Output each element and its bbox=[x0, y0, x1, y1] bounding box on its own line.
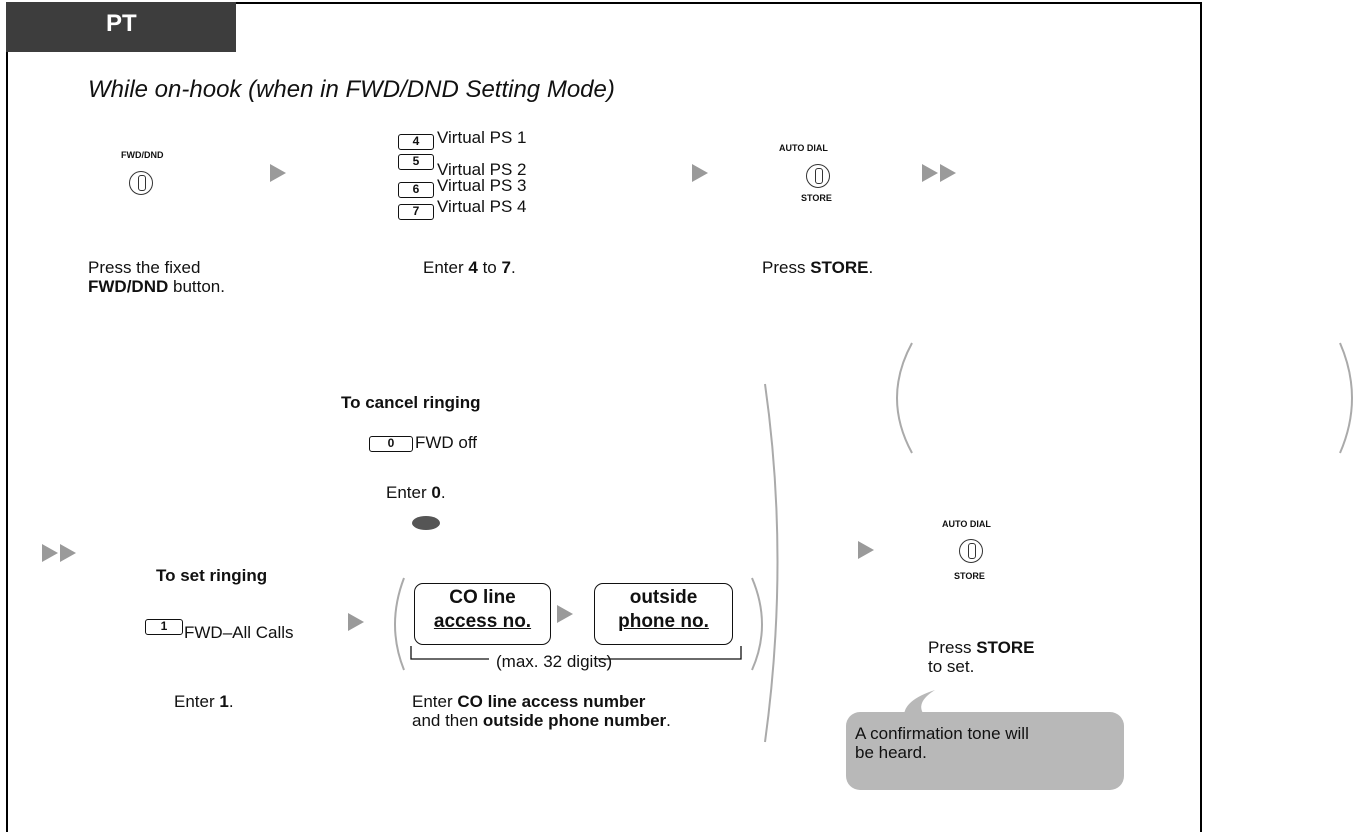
top-paren-right bbox=[1339, 342, 1353, 454]
next-arrow-icon bbox=[858, 541, 874, 559]
key-6[interactable]: 6 bbox=[398, 182, 434, 198]
store-label: STORE bbox=[954, 571, 985, 581]
virtual-ps-3-label: Virtual PS 3 bbox=[437, 176, 527, 195]
store-button-icon[interactable] bbox=[959, 539, 983, 563]
next-arrow-icon bbox=[348, 613, 364, 631]
virtual-ps-4-label: Virtual PS 4 bbox=[437, 197, 527, 216]
key-1[interactable]: 1 bbox=[145, 619, 183, 635]
step1-desc-bold: FWD/DND bbox=[88, 277, 169, 296]
step2-description: Enter 4 to 7. bbox=[423, 258, 516, 277]
confirmation-oval-icon bbox=[412, 516, 440, 530]
pt-tab: PT bbox=[6, 2, 236, 52]
auto-dial-label: AUTO DIAL bbox=[942, 519, 991, 529]
step3-description: Press STORE. bbox=[762, 258, 874, 277]
final-description: Press STORE to set. bbox=[928, 638, 1035, 676]
double-arrow-icon bbox=[60, 544, 76, 562]
double-arrow-icon bbox=[940, 164, 956, 182]
virtual-ps-1-label: Virtual PS 1 bbox=[437, 128, 527, 147]
auto-dial-label: AUTO DIAL bbox=[779, 143, 828, 153]
fwd-off-label: FWD off bbox=[415, 433, 478, 452]
cancel-description: Enter 0. bbox=[386, 483, 446, 502]
step1-desc-line1: Press the fixed bbox=[88, 258, 201, 277]
fwd-dnd-button-icon[interactable] bbox=[129, 171, 153, 195]
set-description: Enter 1. bbox=[174, 692, 234, 711]
double-arrow-icon bbox=[922, 164, 938, 182]
next-arrow-icon bbox=[270, 164, 286, 182]
store-label: STORE bbox=[801, 193, 832, 203]
diagram-frame bbox=[6, 2, 1202, 832]
co-line-access-box[interactable]: CO line access no. bbox=[414, 583, 551, 645]
store-button-icon[interactable] bbox=[806, 164, 830, 188]
max-digits-note: (max. 32 digits) bbox=[492, 652, 617, 671]
big-bracket-right bbox=[764, 383, 779, 743]
callout-tail bbox=[904, 690, 935, 716]
paren-left bbox=[394, 577, 405, 671]
top-paren-left bbox=[896, 342, 913, 454]
step1-description: Press the fixed FWD/DND button. bbox=[88, 258, 225, 296]
next-arrow-icon bbox=[557, 605, 573, 623]
fwd-dnd-button-label: FWD/DND bbox=[121, 150, 164, 160]
step1-desc-rest: button. bbox=[173, 277, 225, 296]
key-7[interactable]: 7 bbox=[398, 204, 434, 220]
paren-right bbox=[751, 577, 763, 671]
confirmation-callout: A confirmation tone will be heard. bbox=[846, 712, 1124, 790]
set-ringing-heading: To set ringing bbox=[156, 566, 268, 585]
fwd-all-calls-label: FWD–All Calls bbox=[184, 623, 294, 642]
digits-underline-bracket bbox=[410, 646, 742, 660]
key-5[interactable]: 5 bbox=[398, 154, 434, 170]
cancel-ringing-heading: To cancel ringing bbox=[341, 393, 481, 412]
next-arrow-icon bbox=[692, 164, 708, 182]
key-4[interactable]: 4 bbox=[398, 134, 434, 150]
outside-phone-box[interactable]: outside phone no. bbox=[594, 583, 733, 645]
double-arrow-icon bbox=[42, 544, 58, 562]
virtual-ps-2-label: Virtual PS 2 bbox=[437, 160, 527, 179]
set-number-description: Enter CO line access number and then out… bbox=[412, 692, 671, 730]
mode-subtitle: While on-hook (when in FWD/DND Setting M… bbox=[88, 76, 615, 103]
key-0[interactable]: 0 bbox=[369, 436, 413, 452]
